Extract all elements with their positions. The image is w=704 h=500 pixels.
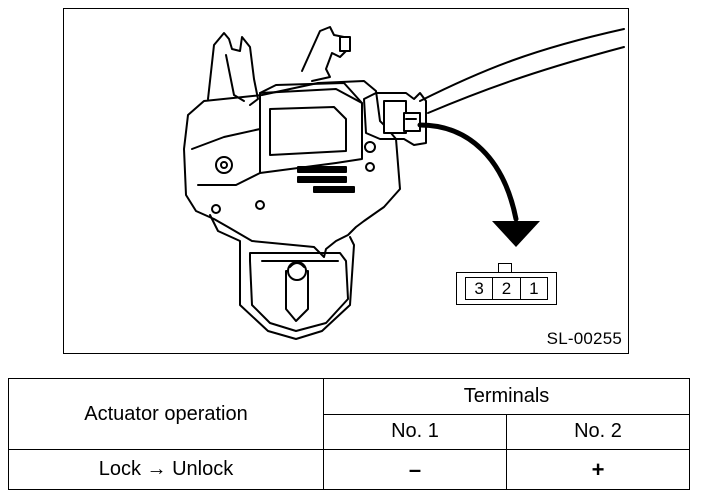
connector-pin-2: 2 [493, 278, 521, 299]
actuator-illustration [183, 26, 625, 340]
mounting-plate [209, 214, 355, 340]
table-row: Lock → Unlock – + [8, 449, 690, 490]
connector-body: 3 2 1 [456, 272, 557, 305]
actuator-operation-header: Actuator operation [8, 377, 324, 451]
connector-pin-1: 1 [529, 278, 539, 298]
terminal-no1-header: No. 1 [323, 413, 507, 451]
motor-block [259, 88, 363, 174]
operation-cell: Lock → Unlock [8, 449, 324, 490]
connector-pinout: 3 2 1 [456, 263, 557, 305]
terminal-no2-polarity: + [506, 449, 690, 490]
terminals-header: Terminals [323, 378, 690, 415]
pointer-arrow [417, 122, 519, 222]
connector-latch-tab [498, 263, 512, 273]
actuator-housing [183, 80, 401, 258]
figure-frame: 3 2 1 SL-00255 [63, 8, 629, 354]
upper-hook [301, 26, 347, 82]
connector-pin-3: 3 [466, 278, 494, 299]
table-header-row: Actuator operation Terminals [8, 377, 690, 451]
terminal-no2-header: No. 2 [506, 413, 690, 451]
pointer-arrowhead [492, 221, 540, 247]
figure-id-label: SL-00255 [546, 329, 622, 348]
actuator-operation-table: Actuator operation Terminals No. 1 No. 2… [8, 377, 690, 490]
terminal-no1-polarity: – [323, 449, 507, 490]
side-connector [363, 92, 427, 146]
upper-fork [207, 32, 259, 106]
